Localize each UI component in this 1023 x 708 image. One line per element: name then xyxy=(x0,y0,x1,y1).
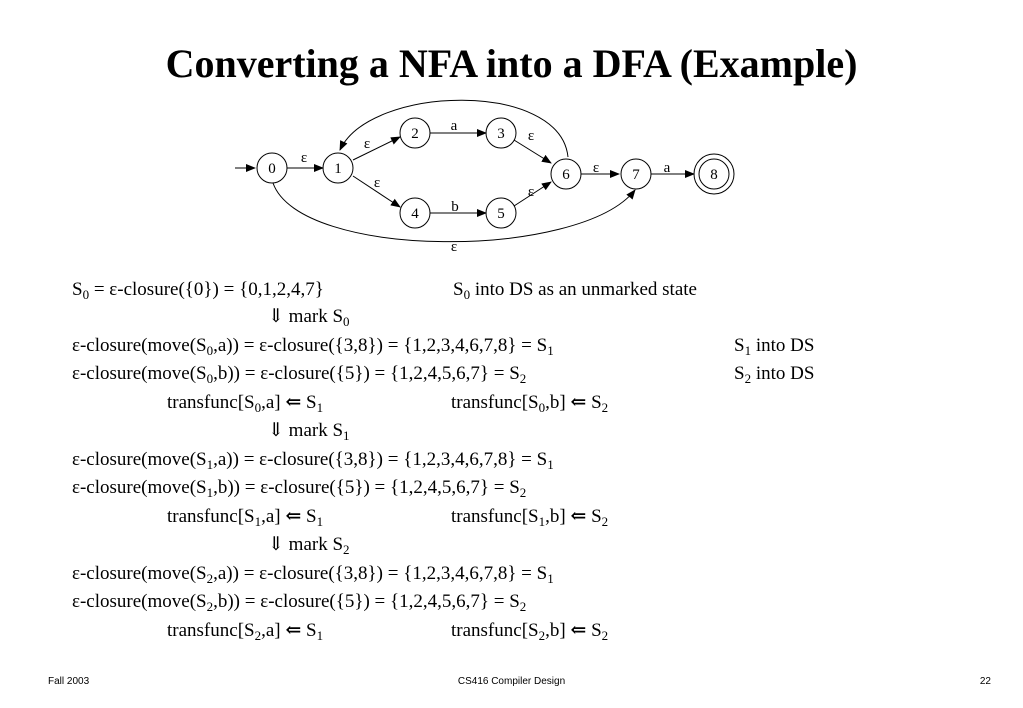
state-3 xyxy=(485,117,517,149)
edge-3-6 xyxy=(513,139,552,164)
line-t2b: transfunc[S2,b] ⇐ S2 xyxy=(451,620,609,643)
line-s0-note: S0 into DS as an unmarked state xyxy=(453,279,697,302)
line-s0-def: S0 = ε-closure({0}) = {0,1,2,4,7} xyxy=(72,279,324,302)
line-t1b: transfunc[S1,b] ⇐ S2 xyxy=(451,506,609,529)
nfa-diagram: 0 1 2 3 4 5 6 7 8 ε ε ε a b ε ε ε a ε xyxy=(235,99,735,255)
line-t0a: transfunc[S0,a] ⇐ S1 xyxy=(167,392,324,415)
line-s0a-note: S1 into DS xyxy=(734,335,815,358)
edge-1-4 xyxy=(352,175,401,208)
line-t0b: transfunc[S0,b] ⇐ S2 xyxy=(451,392,609,415)
edge-label-0-1: ε xyxy=(301,150,307,166)
line-mark1: ⇓ mark S1 xyxy=(268,420,350,443)
state-label-3: 3 xyxy=(497,126,505,142)
line-mark0: ⇓ mark S0 xyxy=(268,306,350,329)
slide-title: Converting a NFA into a DFA (Example) xyxy=(165,41,858,86)
state-2 xyxy=(399,117,431,149)
footer-center: CS416 Compiler Design xyxy=(457,676,566,687)
state-label-8: 8 xyxy=(710,167,718,183)
state-6 xyxy=(550,158,582,190)
state-label-6: 6 xyxy=(562,167,570,183)
line-s1b: ε-closure(move(S1,b)) = ε-closure({5}) =… xyxy=(72,477,527,500)
edge-label-0-7: ε xyxy=(451,239,457,255)
edge-1-2 xyxy=(352,136,401,161)
state-8-outer xyxy=(693,153,735,195)
footer-right: 22 xyxy=(979,676,991,687)
state-8-inner xyxy=(698,158,730,190)
edge-label-1-2: ε xyxy=(364,136,370,152)
state-7 xyxy=(620,158,652,190)
line-s1a: ε-closure(move(S1,a)) = ε-closure({3,8})… xyxy=(72,449,554,472)
line-mark2: ⇓ mark S2 xyxy=(268,534,350,557)
line-s0b: ε-closure(move(S0,b)) = ε-closure({5}) =… xyxy=(72,363,527,386)
line-s2b: ε-closure(move(S2,b)) = ε-closure({5}) =… xyxy=(72,591,527,614)
state-4 xyxy=(399,197,431,229)
state-5 xyxy=(485,197,517,229)
state-label-2: 2 xyxy=(411,126,419,142)
edge-label-7-8: a xyxy=(664,160,671,176)
state-label-1: 1 xyxy=(334,161,342,177)
edge-6-1-loop xyxy=(339,99,569,158)
state-1 xyxy=(322,152,354,184)
footer-left: Fall 2003 xyxy=(48,676,90,687)
edge-label-2-3: a xyxy=(451,118,458,134)
line-t2a: transfunc[S2,a] ⇐ S1 xyxy=(167,620,324,643)
state-label-4: 4 xyxy=(411,206,419,222)
state-label-7: 7 xyxy=(632,167,640,183)
line-t1a: transfunc[S1,a] ⇐ S1 xyxy=(167,506,324,529)
edge-0-7-bypass xyxy=(272,182,636,243)
edge-label-4-5: b xyxy=(451,199,459,215)
edge-5-6 xyxy=(513,181,552,207)
edge-label-6-7: ε xyxy=(593,160,599,176)
state-label-5: 5 xyxy=(497,206,505,222)
line-s0a: ε-closure(move(S0,a)) = ε-closure({3,8})… xyxy=(72,335,554,358)
edge-label-1-4: ε xyxy=(374,175,380,191)
state-label-0: 0 xyxy=(268,161,276,177)
state-0 xyxy=(256,152,288,184)
edge-label-3-6: ε xyxy=(528,128,534,144)
line-s0b-note: S2 into DS xyxy=(734,363,815,386)
edge-label-5-6: ε xyxy=(528,184,534,200)
line-s2a: ε-closure(move(S2,a)) = ε-closure({3,8})… xyxy=(72,563,554,586)
